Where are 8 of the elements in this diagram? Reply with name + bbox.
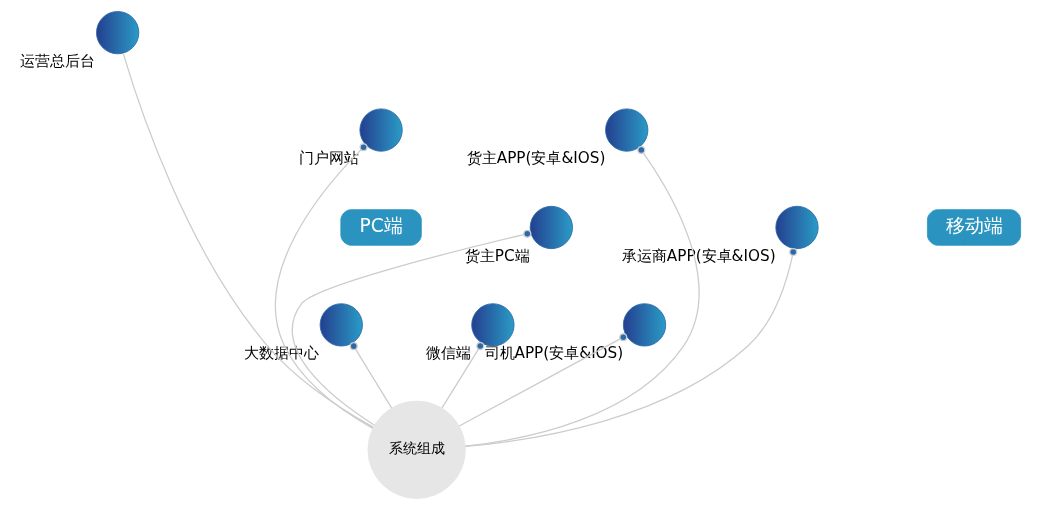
node-label: 门户网站	[298, 149, 359, 168]
node-label: 微信端	[425, 344, 471, 363]
node-label: 货主APP(安卓&IOS)	[466, 149, 605, 168]
node-label: 运营总后台	[19, 52, 95, 71]
node-label: 承运商APP(安卓&IOS)	[621, 246, 776, 265]
node-label: 货主PC端	[464, 246, 530, 265]
node-label: 司机APP(安卓&IOS)	[484, 344, 623, 363]
node-label: 大数据中心	[243, 344, 319, 363]
